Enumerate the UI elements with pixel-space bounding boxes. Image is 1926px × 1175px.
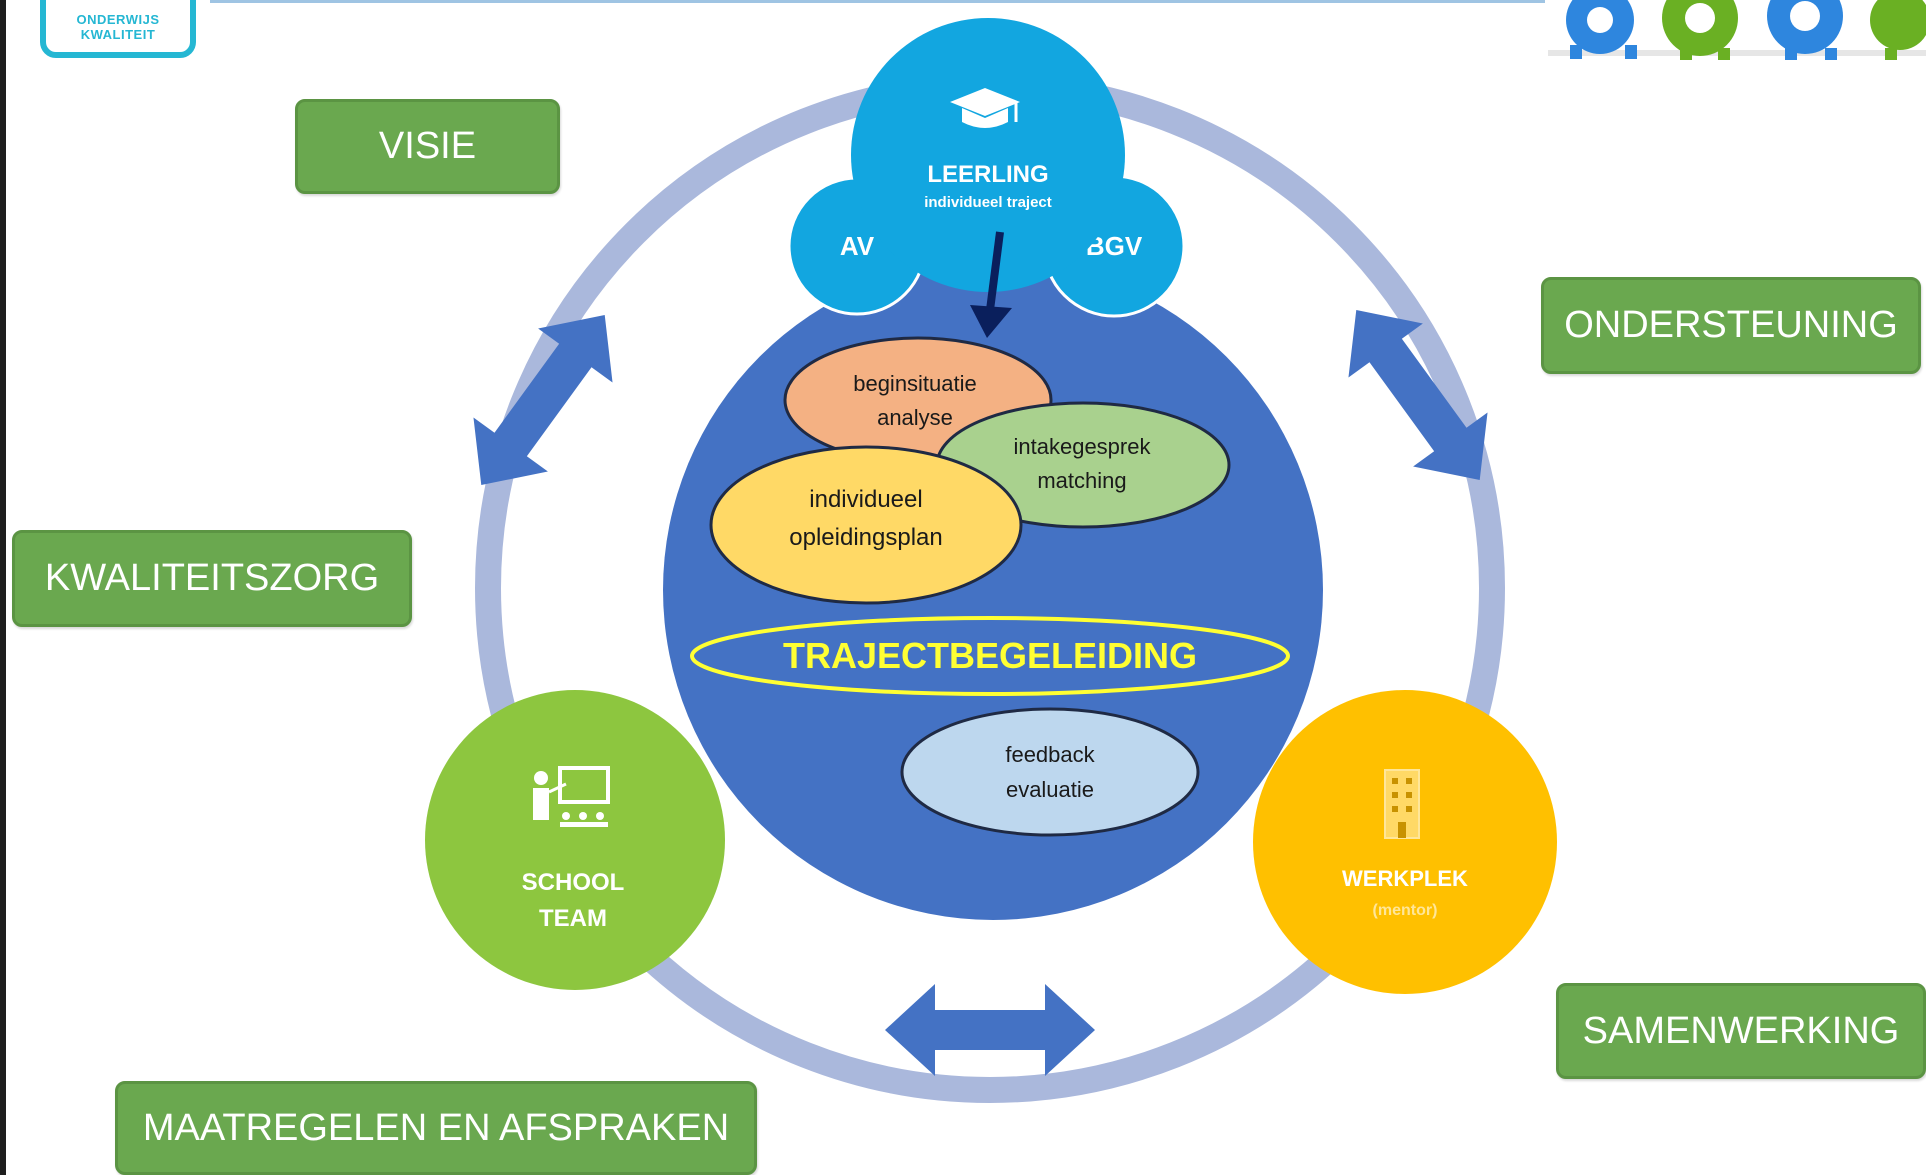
feedback-label-1: feedback bbox=[1005, 742, 1095, 767]
down-arrow bbox=[970, 231, 1012, 338]
maatregelen-box: MAATREGELEN EN AFSPRAKEN bbox=[115, 1081, 757, 1175]
feedback-label-2: evaluatie bbox=[1006, 777, 1094, 802]
onderwijs-kwaliteit-logo: ONDERWIJS KWALITEIT bbox=[40, 0, 196, 58]
beginsituatie-label-2: analyse bbox=[877, 405, 953, 430]
header-rule bbox=[210, 0, 1545, 3]
leerling-circle bbox=[851, 18, 1125, 292]
double-arrow-bottom bbox=[885, 984, 1095, 1076]
werkplek-title: WERKPLEK bbox=[1342, 866, 1468, 891]
av-label: AV bbox=[840, 231, 875, 261]
kwaliteitszorg-box: KWALITEITSZORG bbox=[12, 530, 412, 627]
school-team-circle bbox=[425, 690, 725, 990]
team-label: TEAM bbox=[539, 905, 607, 932]
trajectbegeleiding-ellipse bbox=[690, 616, 1290, 696]
trajectbegeleiding-title: TRAJECTBEGELEIDING bbox=[783, 635, 1197, 676]
building-icon bbox=[1384, 769, 1420, 839]
double-arrow-right-top bbox=[1348, 310, 1488, 480]
gears-icon bbox=[1548, 0, 1926, 60]
left-frame-border bbox=[0, 0, 6, 1175]
school-label: SCHOOL bbox=[522, 869, 625, 896]
logo-line-2: KWALITEIT bbox=[80, 27, 156, 42]
leerling-title: LEERLING bbox=[927, 161, 1048, 188]
feedback-ellipse bbox=[900, 707, 1200, 837]
werkplek-subtitle: (mentor) bbox=[1373, 902, 1438, 919]
samenwerking-box: SAMENWERKING bbox=[1556, 983, 1926, 1079]
logo-line-1: ONDERWIJS bbox=[76, 12, 160, 27]
opleidingsplan-ellipse bbox=[709, 445, 1023, 605]
beginsituatie-label-1: beginsituatie bbox=[853, 371, 977, 396]
opleidingsplan-label-1: individueel bbox=[809, 486, 922, 513]
werkplek-circle bbox=[1253, 690, 1557, 994]
visie-box: VISIE bbox=[295, 99, 560, 194]
intakegesprek-label-1: intakegesprek bbox=[1014, 434, 1152, 459]
intakegesprek-label-2: matching bbox=[1037, 468, 1126, 493]
ondersteuning-box: ONDERSTEUNING bbox=[1541, 277, 1921, 374]
double-arrow-left-top bbox=[473, 315, 613, 485]
graduation-cap-icon bbox=[950, 88, 1020, 128]
teacher-board-icon bbox=[533, 766, 610, 827]
leerling-subtitle: individueel traject bbox=[924, 194, 1052, 211]
opleidingsplan-label-2: opleidingsplan bbox=[789, 524, 942, 551]
